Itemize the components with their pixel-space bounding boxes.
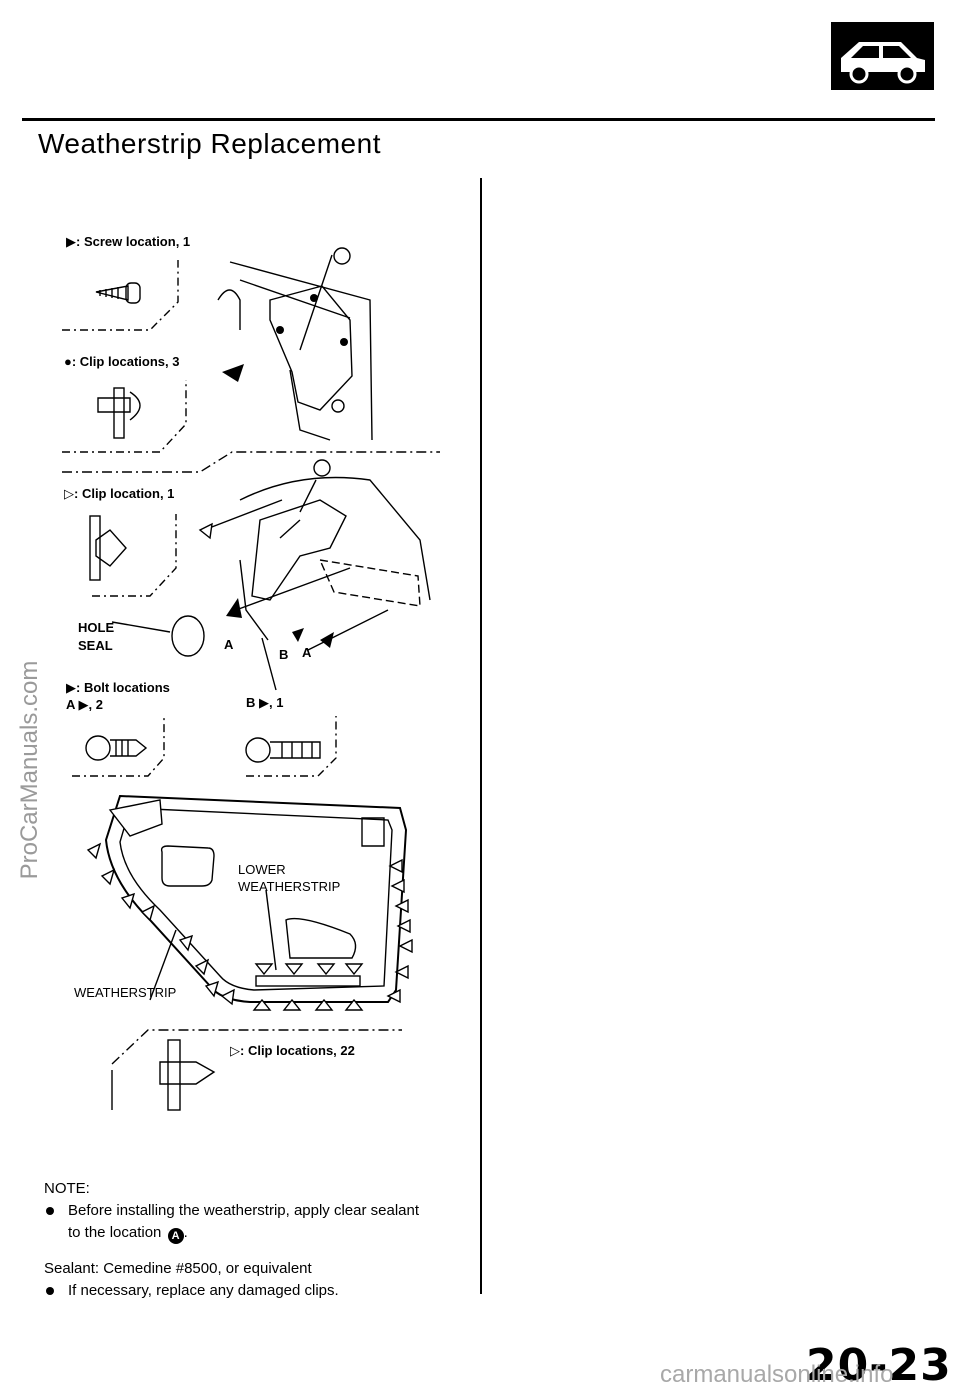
- screw-location-label: ▶: Screw location, 1: [66, 234, 191, 249]
- location-a-icon: A: [167, 1228, 184, 1244]
- note-item-clips: If necessary, replace any damaged clips.: [44, 1280, 464, 1302]
- bullet-icon: [44, 1280, 68, 1302]
- lower-weatherstrip-label-2: WEATHERSTRIP: [238, 879, 341, 894]
- car-side-icon: [831, 22, 934, 90]
- notes-block: NOTE: Before installing the weatherstrip…: [44, 1178, 464, 1302]
- clip-locations-22-label: ▷: Clip locations, 22: [230, 1043, 355, 1058]
- bolt-locations-label: ▶: Bolt locations: [66, 680, 170, 695]
- column-divider: [480, 178, 482, 1294]
- bolt-a-count-label: A ▶, 2: [66, 697, 103, 712]
- hole-seal-label-1: HOLE: [78, 620, 115, 635]
- marker-a-right: A: [302, 645, 312, 660]
- bullet-icon: [44, 1200, 68, 1244]
- marker-b: B: [279, 647, 289, 662]
- sealant-spec: Sealant: Cemedine #8500, or equivalent: [44, 1260, 312, 1277]
- header-rule: [22, 118, 935, 121]
- page-title: Weatherstrip Replacement: [38, 128, 381, 159]
- clip-location-1-label: ▷: Clip location, 1: [64, 486, 175, 501]
- note-item-sealant: Before installing the weatherstrip, appl…: [44, 1200, 464, 1244]
- marker-a-left: A: [224, 637, 234, 652]
- page-number: 20-23: [806, 1340, 952, 1391]
- hole-seal-label-2: SEAL: [78, 638, 113, 653]
- clip-locations-3-label: ●: Clip locations, 3: [64, 354, 180, 369]
- footer-watermark: carmanualsonline.info: [660, 1361, 894, 1388]
- lower-weatherstrip-label-1: LOWER: [238, 862, 286, 877]
- note-item-1-line-1: Before installing the weatherstrip, appl…: [68, 1202, 420, 1219]
- note-item-2: If necessary, replace any damaged clips.: [68, 1282, 339, 1299]
- note-item-1-line-2: to the location A.: [68, 1224, 188, 1244]
- bolt-b-count-label: B ▶, 1: [246, 695, 284, 710]
- weatherstrip-label: WEATHERSTRIP: [74, 985, 177, 1000]
- notes-heading: NOTE:: [44, 1180, 90, 1197]
